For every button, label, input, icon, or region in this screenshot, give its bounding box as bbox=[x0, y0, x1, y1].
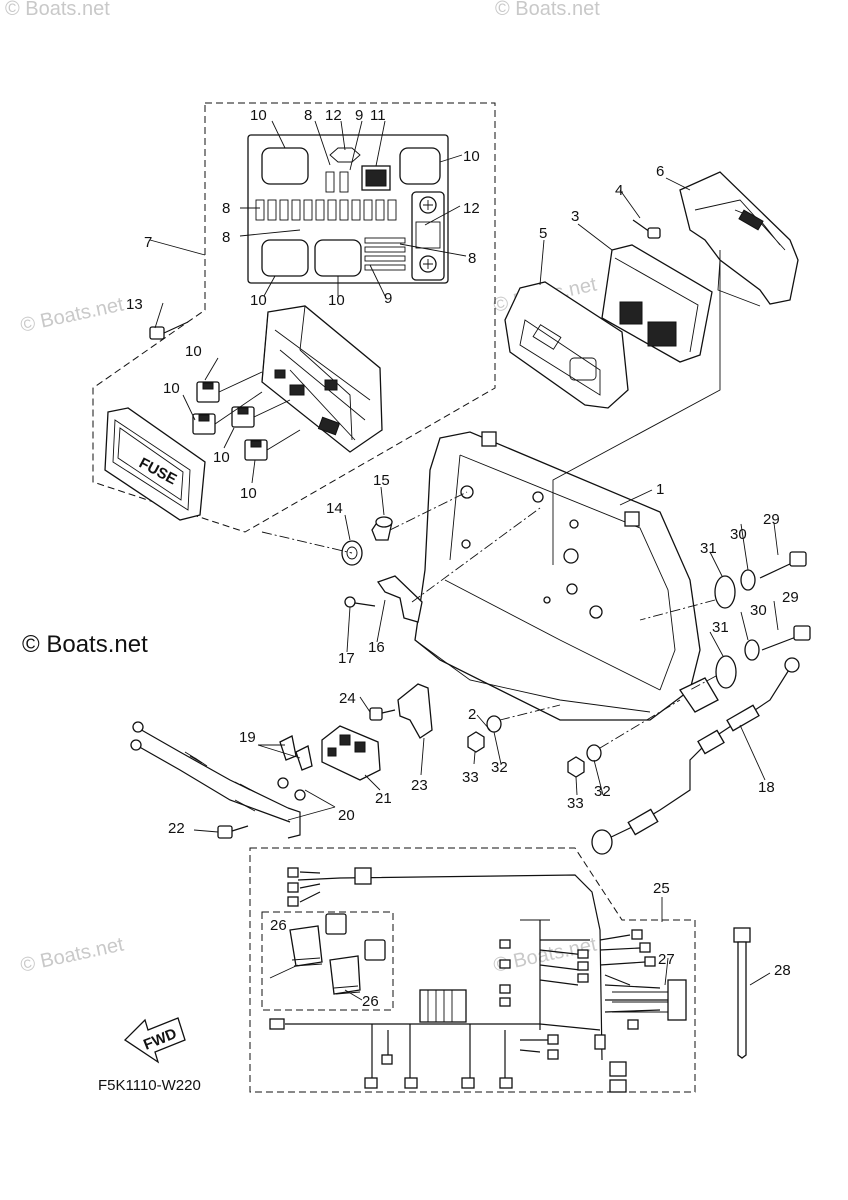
relay-parts bbox=[192, 371, 301, 461]
cable-tie-28 bbox=[733, 927, 751, 1059]
fuse-box-layout-plate bbox=[247, 134, 449, 284]
harness-group-outline bbox=[249, 847, 696, 1093]
callout-11: 11 bbox=[370, 107, 386, 124]
bolt-22 bbox=[217, 825, 249, 839]
callout-14: 14 bbox=[326, 500, 343, 517]
watermark-top-right: © Boats.net bbox=[495, 0, 600, 20]
callout-labels: 1 2 3 4 5 6 7 8 8 8 8 9 9 10 10 10 10 10… bbox=[126, 107, 799, 1010]
leader-32-33 bbox=[499, 699, 681, 749]
callout-32-right: 32 bbox=[594, 783, 611, 800]
battery-cables bbox=[130, 721, 313, 839]
forward-arrow: FWD bbox=[123, 1017, 186, 1064]
watermark-large: © Boats.net bbox=[22, 631, 148, 658]
callout-21: 21 bbox=[375, 790, 392, 807]
callout-12-right: 12 bbox=[463, 200, 480, 217]
screw-24 bbox=[369, 707, 396, 721]
washer-32b bbox=[586, 744, 602, 762]
callout-10-relay-c: 10 bbox=[213, 449, 230, 466]
callout-8-right: 8 bbox=[468, 250, 476, 267]
callout-20: 20 bbox=[338, 807, 355, 824]
callout-10-relay-a: 10 bbox=[185, 343, 202, 360]
leader-lines bbox=[149, 120, 779, 1001]
callout-28: 28 bbox=[774, 962, 791, 979]
bolt-29a bbox=[759, 551, 807, 579]
callout-25: 25 bbox=[653, 880, 670, 897]
callout-17: 17 bbox=[338, 650, 355, 667]
callout-26-lower: 26 bbox=[362, 993, 379, 1010]
callout-33-left: 33 bbox=[462, 769, 479, 786]
callout-29-lower: 29 bbox=[782, 589, 799, 606]
watermark-bottom-left: © Boats.net bbox=[18, 933, 126, 976]
ecu-3 bbox=[601, 244, 713, 363]
callout-10-relay-d: 10 bbox=[240, 485, 257, 502]
leader-14-15 bbox=[261, 491, 468, 554]
bracket-23 bbox=[397, 683, 433, 739]
leader-29-31 bbox=[639, 599, 717, 691]
callout-32-left: 32 bbox=[491, 759, 508, 776]
spacer-31a bbox=[714, 575, 736, 609]
callout-30-upper: 30 bbox=[730, 526, 747, 543]
callout-10-bottom-mid: 10 bbox=[328, 292, 345, 309]
callout-23: 23 bbox=[411, 777, 428, 794]
callout-13: 13 bbox=[126, 296, 143, 313]
screw-17 bbox=[344, 596, 376, 608]
spacer-31b bbox=[715, 655, 737, 689]
callout-18: 18 bbox=[758, 779, 775, 796]
harness-25 bbox=[269, 867, 687, 1093]
callout-29-upper: 29 bbox=[763, 511, 780, 528]
callout-4: 4 bbox=[615, 182, 623, 199]
callout-7: 7 bbox=[144, 234, 152, 251]
electrical-box-1 bbox=[414, 431, 719, 721]
cable-18 bbox=[591, 657, 800, 855]
callout-22: 22 bbox=[168, 820, 185, 837]
callout-1: 1 bbox=[656, 481, 664, 498]
diagram-code: F5K1110-W220 bbox=[98, 1077, 201, 1094]
washer-30a bbox=[740, 569, 756, 591]
relay-21 bbox=[321, 725, 381, 781]
fuse-box-body bbox=[261, 305, 383, 453]
bolt-13 bbox=[149, 321, 189, 340]
callout-8-left-lower: 8 bbox=[222, 229, 230, 246]
connectors-26 bbox=[289, 913, 386, 995]
callout-10-top-right: 10 bbox=[463, 148, 480, 165]
callout-9-bottom: 9 bbox=[384, 290, 392, 307]
callout-10-relay-b: 10 bbox=[163, 380, 180, 397]
washer-30b bbox=[744, 639, 760, 661]
callout-2: 2 bbox=[468, 706, 476, 723]
watermark-mid-left: © Boats.net bbox=[18, 293, 126, 336]
leader-16-17 bbox=[411, 507, 541, 603]
watermark-top-left: © Boats.net bbox=[5, 0, 110, 20]
nut-33b bbox=[567, 756, 585, 778]
callout-33-right: 33 bbox=[567, 795, 584, 812]
bracket-16 bbox=[376, 575, 423, 623]
bolt-29b bbox=[761, 625, 811, 651]
callout-10-bottom-left: 10 bbox=[250, 292, 267, 309]
callout-24: 24 bbox=[339, 690, 356, 707]
callout-8-top: 8 bbox=[304, 107, 312, 124]
plate-5 bbox=[504, 281, 629, 409]
callout-5: 5 bbox=[539, 225, 547, 242]
callout-10-top-left: 10 bbox=[250, 107, 267, 124]
callout-8-left-upper: 8 bbox=[222, 200, 230, 217]
bracket-6 bbox=[679, 171, 799, 307]
callout-31-lower: 31 bbox=[712, 619, 729, 636]
nut-33a bbox=[467, 731, 485, 753]
callout-31-upper: 31 bbox=[700, 540, 717, 557]
callout-30-lower: 30 bbox=[750, 602, 767, 619]
callout-27: 27 bbox=[658, 951, 675, 968]
callout-3: 3 bbox=[571, 208, 579, 225]
screw-4 bbox=[632, 219, 661, 239]
collar-15 bbox=[371, 516, 393, 541]
callout-26-upper: 26 bbox=[270, 917, 287, 934]
callout-15: 15 bbox=[373, 472, 390, 489]
callout-9-top: 9 bbox=[355, 107, 363, 124]
callout-6: 6 bbox=[656, 163, 664, 180]
callout-12-top: 12 bbox=[325, 107, 342, 124]
fuse-cover: FUSE bbox=[104, 407, 206, 521]
callout-19: 19 bbox=[239, 729, 256, 746]
callout-16: 16 bbox=[368, 639, 385, 656]
